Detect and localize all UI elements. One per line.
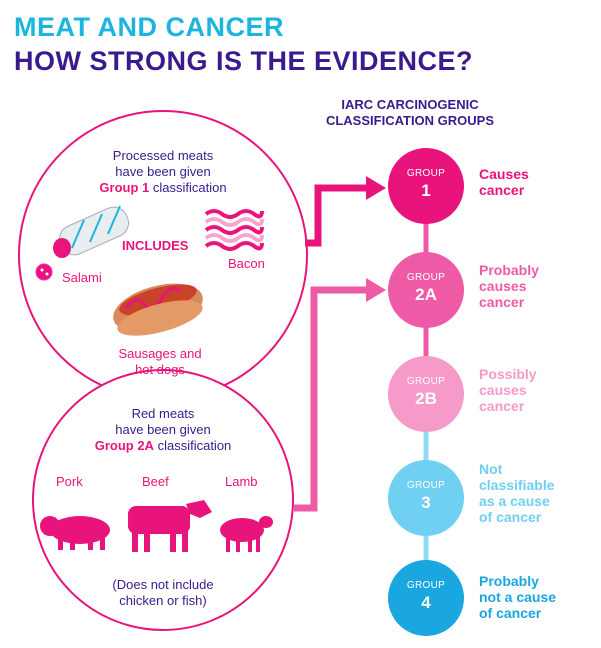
group-2a-label: GROUP (406, 272, 446, 283)
group-3-circle: GROUP 3 (388, 460, 464, 536)
red-meats-text: Red meats have been given Group 2A class… (63, 406, 263, 454)
group-2a-number: 2A (415, 285, 437, 304)
iarc-heading: IARC CARCINOGENIC CLASSIFICATION GROUPS (320, 97, 500, 129)
exclusion-note: (Does not include chicken or fish) (73, 577, 253, 609)
group-3-desc: Not classifiable as a cause of cancer (479, 461, 555, 525)
red-meats-circle (32, 369, 294, 631)
group-3-number: 3 (421, 493, 431, 512)
group-4-desc-line-2: not a cause (479, 589, 557, 605)
arrowhead-group-1 (366, 176, 386, 200)
sausages-line-1: Sausages and (118, 346, 202, 361)
group-2b-desc-line-3: cancer (479, 398, 525, 414)
group-4-label: GROUP (406, 580, 446, 591)
processed-classification: classification (152, 180, 227, 195)
arrowhead-group-2a (366, 278, 386, 302)
group-3-desc-line-2: classifiable (479, 477, 555, 493)
group-2b-desc: Possibly causes cancer (479, 366, 537, 414)
pork-icon (40, 516, 110, 550)
group-2b-label: GROUP (406, 376, 446, 387)
group-4-circle: GROUP 4 (388, 560, 464, 636)
group-1-desc: Causes cancer (479, 166, 529, 198)
group-3-desc-line-3: as a cause (479, 493, 550, 509)
red-group-text: Group 2A (94, 438, 154, 453)
beef-label: Beef (142, 474, 169, 489)
processed-group-text: Group 1 (99, 180, 150, 195)
exclusion-line-1: (Does not include (112, 577, 214, 592)
group-2a-desc: Probably causes cancer (479, 262, 539, 310)
processed-line-1: Processed meats (112, 148, 214, 163)
arrow-to-group-2a (294, 286, 370, 512)
exclusion-line-2: chicken or fish) (119, 593, 207, 608)
title-line-1: MEAT AND CANCER (14, 12, 284, 42)
group-1-number: 1 (421, 181, 431, 200)
group-1-label: GROUP (406, 168, 446, 179)
sausages-line-2: hot dogs (135, 362, 185, 377)
group-1-desc-line-2: cancer (479, 182, 525, 198)
group-2b-desc-line-1: Possibly (479, 366, 537, 382)
processed-line-2: have been given (115, 164, 211, 179)
group-2b-desc-line-2: causes (479, 382, 527, 398)
group-1-circle: GROUP 1 (388, 148, 464, 224)
salami-icon (35, 205, 130, 281)
group-4-number: 4 (421, 593, 431, 612)
includes-label: INCLUDES (122, 238, 189, 253)
group-2a-desc-line-1: Probably (479, 262, 539, 278)
beef-icon (128, 500, 212, 552)
processed-meats-text: Processed meats have been given Group 1 … (63, 148, 263, 196)
red-classification: classification (157, 438, 232, 453)
group-3-desc-line-1: Not (479, 461, 503, 477)
group-2b-circle: GROUP 2B (388, 356, 464, 432)
group-4-desc: Probably not a cause of cancer (479, 573, 556, 621)
bacon-label: Bacon (228, 256, 265, 271)
group-3-desc-line-4: of cancer (479, 509, 542, 525)
group-4-desc-line-1: Probably (479, 573, 539, 589)
processed-line-3: Group 1 classification (63, 180, 263, 196)
red-line-2: have been given (115, 422, 211, 437)
group-1-desc-line-1: Causes (479, 166, 529, 182)
group-4-desc-line-3: of cancer (479, 605, 542, 621)
arrow-to-group-1 (305, 184, 370, 247)
iarc-heading-line-2: CLASSIFICATION GROUPS (325, 113, 495, 128)
group-3-label: GROUP (406, 480, 446, 491)
lamb-icon (220, 516, 273, 552)
pork-label: Pork (56, 474, 83, 489)
red-line-1: Red meats (131, 406, 195, 421)
group-2b-number: 2B (415, 389, 437, 408)
sausages-label: Sausages and hot dogs (90, 346, 230, 378)
group-2a-desc-line-3: cancer (479, 294, 525, 310)
lamb-label: Lamb (225, 474, 258, 489)
red-line-3: Group 2A classification (63, 438, 263, 454)
group-2a-circle: GROUP 2A (388, 252, 464, 328)
group-2a-desc-line-2: causes (479, 278, 527, 294)
bacon-icon (204, 209, 264, 251)
iarc-heading-line-1: IARC CARCINOGENIC (341, 97, 479, 112)
title-line-2: HOW STRONG IS THE EVIDENCE? (14, 46, 474, 76)
salami-label: Salami (62, 270, 102, 285)
hot-dog-icon (113, 283, 203, 336)
